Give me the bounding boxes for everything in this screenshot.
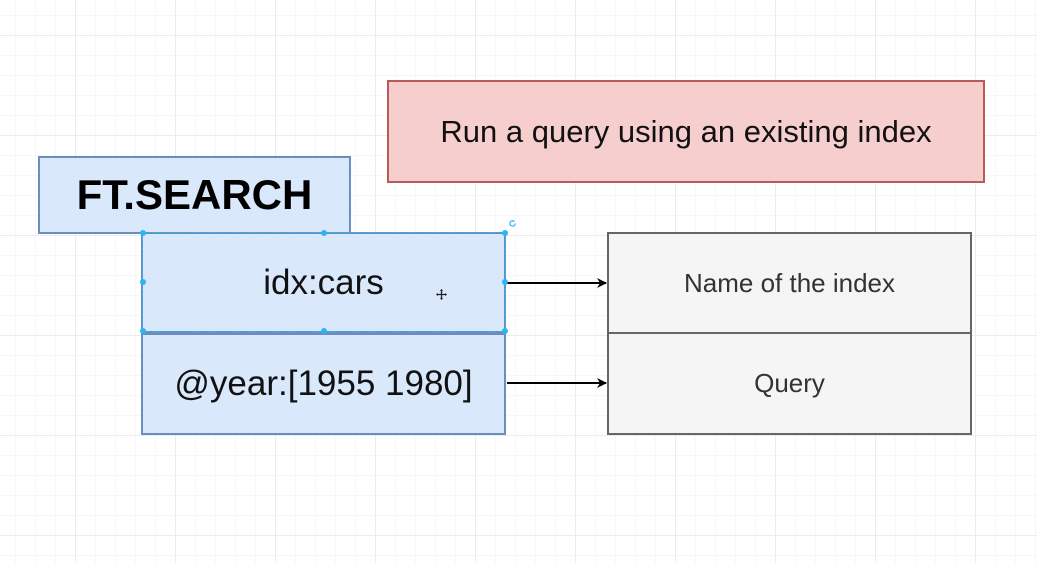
- query-label-text: Query: [754, 368, 825, 398]
- description-text: Run a query using an existing index: [440, 113, 932, 149]
- description-box[interactable]: Run a query using an existing index: [387, 80, 985, 183]
- index-name-label-box[interactable]: Name of the index: [607, 232, 972, 334]
- index-name-argument-text: idx:cars: [263, 262, 384, 302]
- move-cursor-icon: [436, 289, 447, 300]
- query-argument-text: @year:[1955 1980]: [174, 364, 473, 403]
- query-argument-box[interactable]: @year:[1955 1980]: [141, 333, 506, 435]
- index-name-label-text: Name of the index: [683, 267, 895, 298]
- command-text: FT.SEARCH: [76, 171, 313, 218]
- query-label-box[interactable]: Query: [607, 332, 972, 435]
- rotate-handle-icon[interactable]: [508, 219, 517, 228]
- index-name-argument-box[interactable]: idx:cars: [141, 232, 506, 333]
